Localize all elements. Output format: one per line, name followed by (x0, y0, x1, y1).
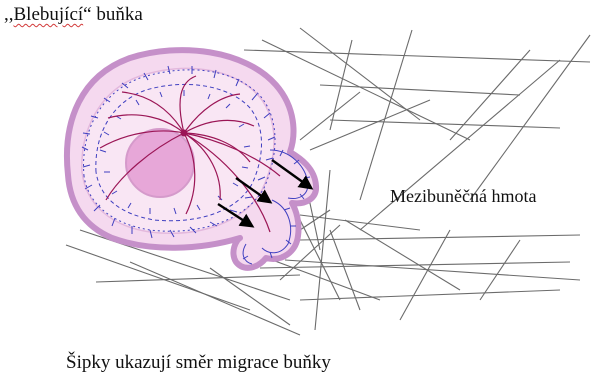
fiber (130, 262, 300, 335)
fiber (300, 235, 580, 240)
fiber (310, 100, 430, 150)
fiber (480, 240, 520, 300)
fiber (300, 290, 560, 300)
fiber (345, 220, 460, 290)
cell (67, 50, 316, 268)
fiber (300, 215, 420, 230)
caption: Šipky ukazují směr migrace buňky (66, 352, 331, 374)
fiber (360, 30, 412, 200)
extracellular-matrix-label: Mezibuněčná hmota (390, 186, 536, 207)
nucleus (126, 129, 194, 197)
centrosome (181, 130, 188, 137)
fiber (400, 230, 450, 320)
fiber (96, 275, 300, 282)
fiber (300, 28, 420, 120)
fiber (320, 85, 520, 95)
